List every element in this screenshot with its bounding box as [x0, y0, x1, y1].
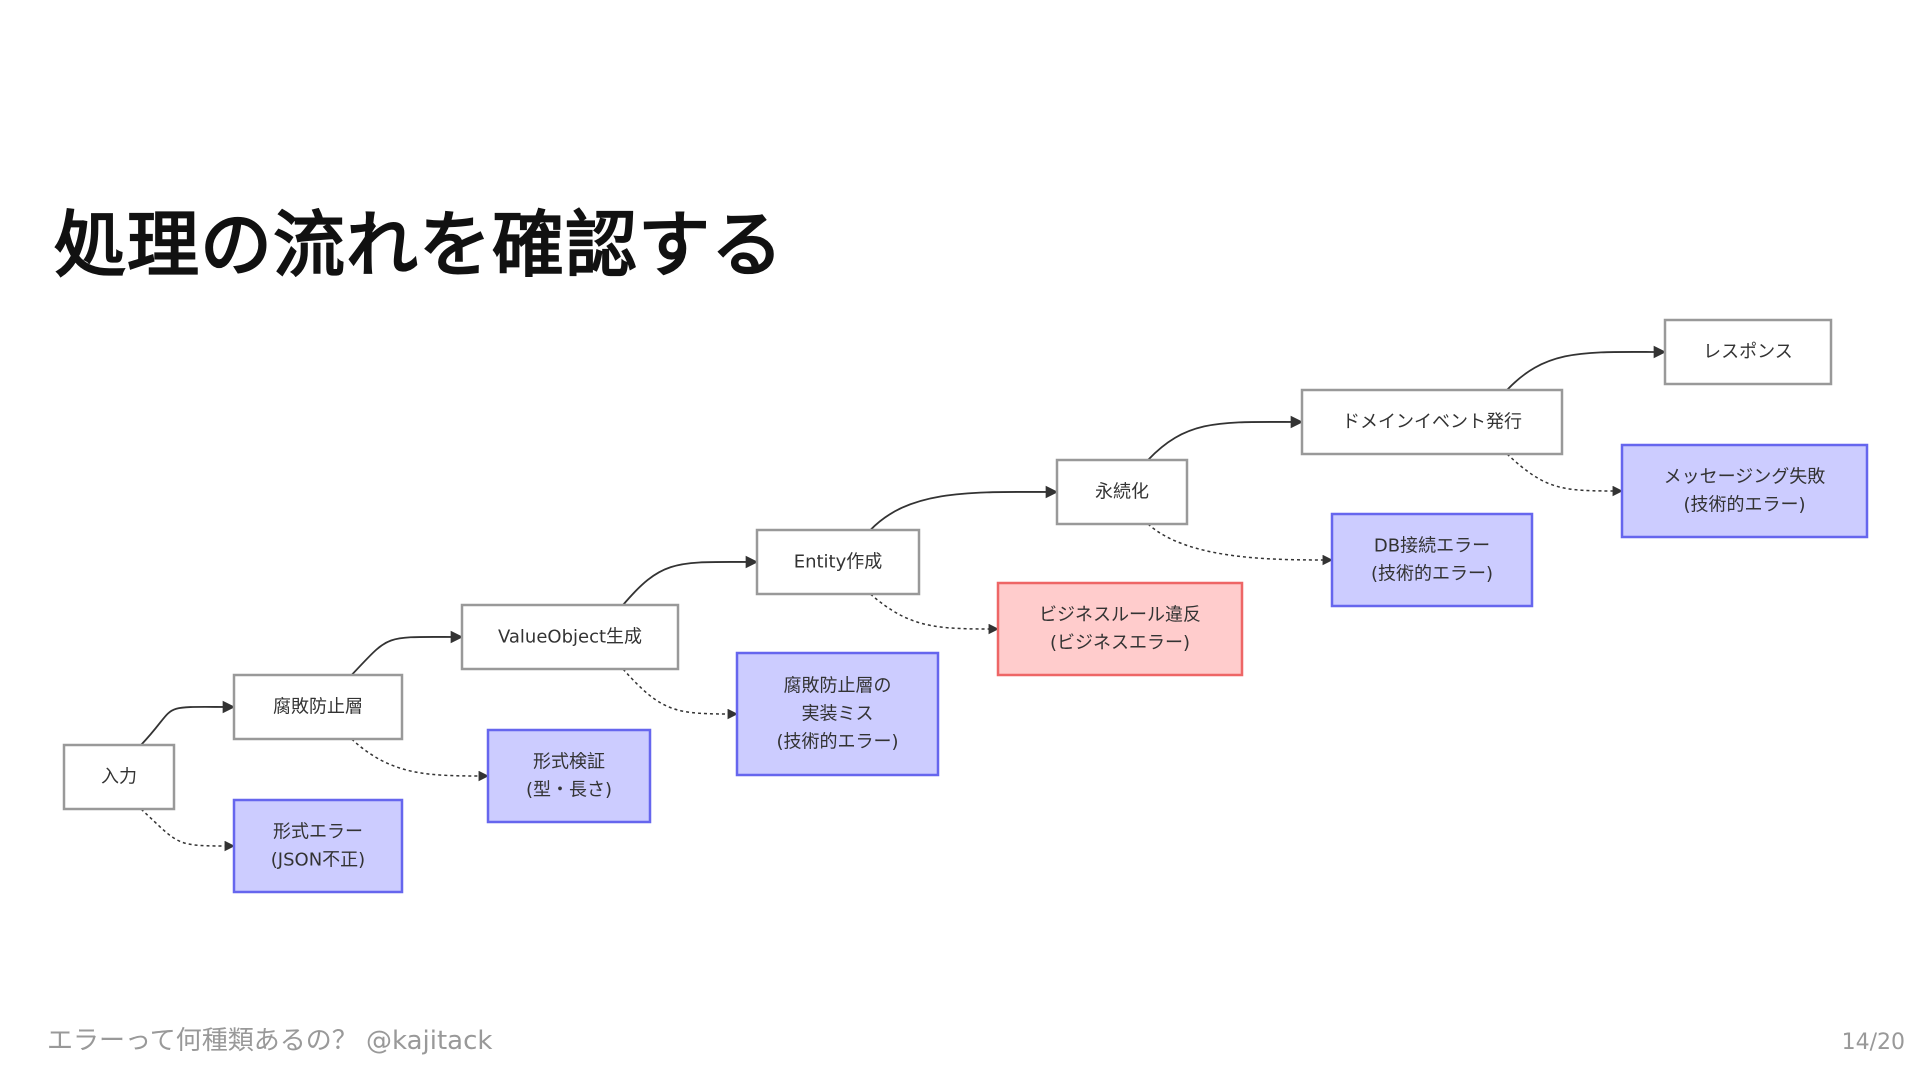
step-node-event-label: ドメインイベント発行 [1342, 412, 1522, 433]
error-node-format: 形式エラー (JSON不正) [232, 798, 404, 894]
slide-title: 処理の流れを確認する [54, 203, 785, 287]
error-node-validation-label: (型・長さ) [526, 780, 612, 801]
error-node-validation: 形式検証 (型・長さ) [486, 728, 652, 824]
error-node-acl-bug-label: (技術的エラー) [776, 732, 898, 753]
step-node-event: ドメインイベント発行 [1300, 388, 1564, 456]
error-node-db-conn-label: DB接続エラー [1374, 536, 1490, 557]
step-node-entity-label: Entity作成 [794, 552, 883, 573]
flow-arrow [622, 555, 759, 606]
step-node-input: 入力 [62, 743, 176, 811]
flow-arrow [869, 485, 1059, 531]
error-arrow [351, 738, 490, 782]
flow-arrow [140, 700, 236, 746]
flow-arrow [1147, 415, 1304, 461]
error-node-biz-rule-label: ビジネスルール違反 [1039, 605, 1201, 626]
flow-arrow [1506, 345, 1667, 391]
error-node-messaging-box [1620, 443, 1869, 539]
step-node-response-label: レスポンス [1703, 342, 1793, 363]
flow-arrow [350, 630, 464, 676]
error-arrow [1147, 523, 1334, 566]
error-node-validation-box [486, 728, 652, 824]
error-node-biz-rule: ビジネスルール違反 (ビジネスエラー) [996, 581, 1244, 677]
step-node-input-box [62, 743, 176, 811]
step-node-vo-box [460, 603, 680, 671]
step-node-persist: 永続化 [1055, 458, 1189, 526]
error-node-validation-label: 形式検証 [533, 752, 605, 773]
page-number: 14/20 [1841, 1030, 1905, 1055]
error-arrow [869, 593, 1000, 635]
error-node-format-label: (JSON不正) [271, 850, 365, 871]
step-node-acl: 腐敗防止層 [232, 673, 404, 741]
step-node-vo: ValueObject生成 [460, 603, 680, 671]
step-node-response-box [1663, 318, 1833, 386]
step-node-persist-label: 永続化 [1095, 482, 1149, 503]
footer-text: エラーって何種類あるの？ @kajitack [47, 1026, 493, 1056]
error-node-messaging: メッセージング失敗 (技術的エラー) [1620, 443, 1869, 539]
error-node-db-conn-box [1330, 512, 1534, 608]
step-node-response: レスポンス [1663, 318, 1833, 386]
error-node-biz-rule-box [996, 581, 1244, 677]
error-arrow [1506, 453, 1624, 497]
error-arrow [140, 808, 236, 852]
error-node-messaging-label: (技術的エラー) [1683, 495, 1805, 516]
error-node-acl-bug-label: 実装ミス [802, 704, 874, 725]
error-node-acl-bug-box [735, 651, 940, 777]
error-node-format-label: 形式エラー [273, 822, 363, 843]
step-node-acl-box [232, 673, 404, 741]
step-node-input-label: 入力 [101, 767, 137, 788]
step-node-vo-label: ValueObject生成 [498, 627, 642, 648]
error-node-biz-rule-label: (ビジネスエラー) [1050, 633, 1190, 654]
error-node-format-box [232, 798, 404, 894]
step-node-persist-box [1055, 458, 1189, 526]
error-node-db-conn: DB接続エラー (技術的エラー) [1330, 512, 1534, 608]
step-node-entity-box [755, 528, 921, 596]
step-node-event-box [1300, 388, 1564, 456]
error-node-messaging-label: メッセージング失敗 [1664, 467, 1826, 488]
error-node-acl-bug-label: 腐敗防止層の [784, 676, 892, 697]
error-arrow [622, 668, 739, 720]
error-node-db-conn-label: (技術的エラー) [1371, 564, 1493, 585]
step-node-entity: Entity作成 [755, 528, 921, 596]
step-node-acl-label: 腐敗防止層 [273, 697, 363, 718]
